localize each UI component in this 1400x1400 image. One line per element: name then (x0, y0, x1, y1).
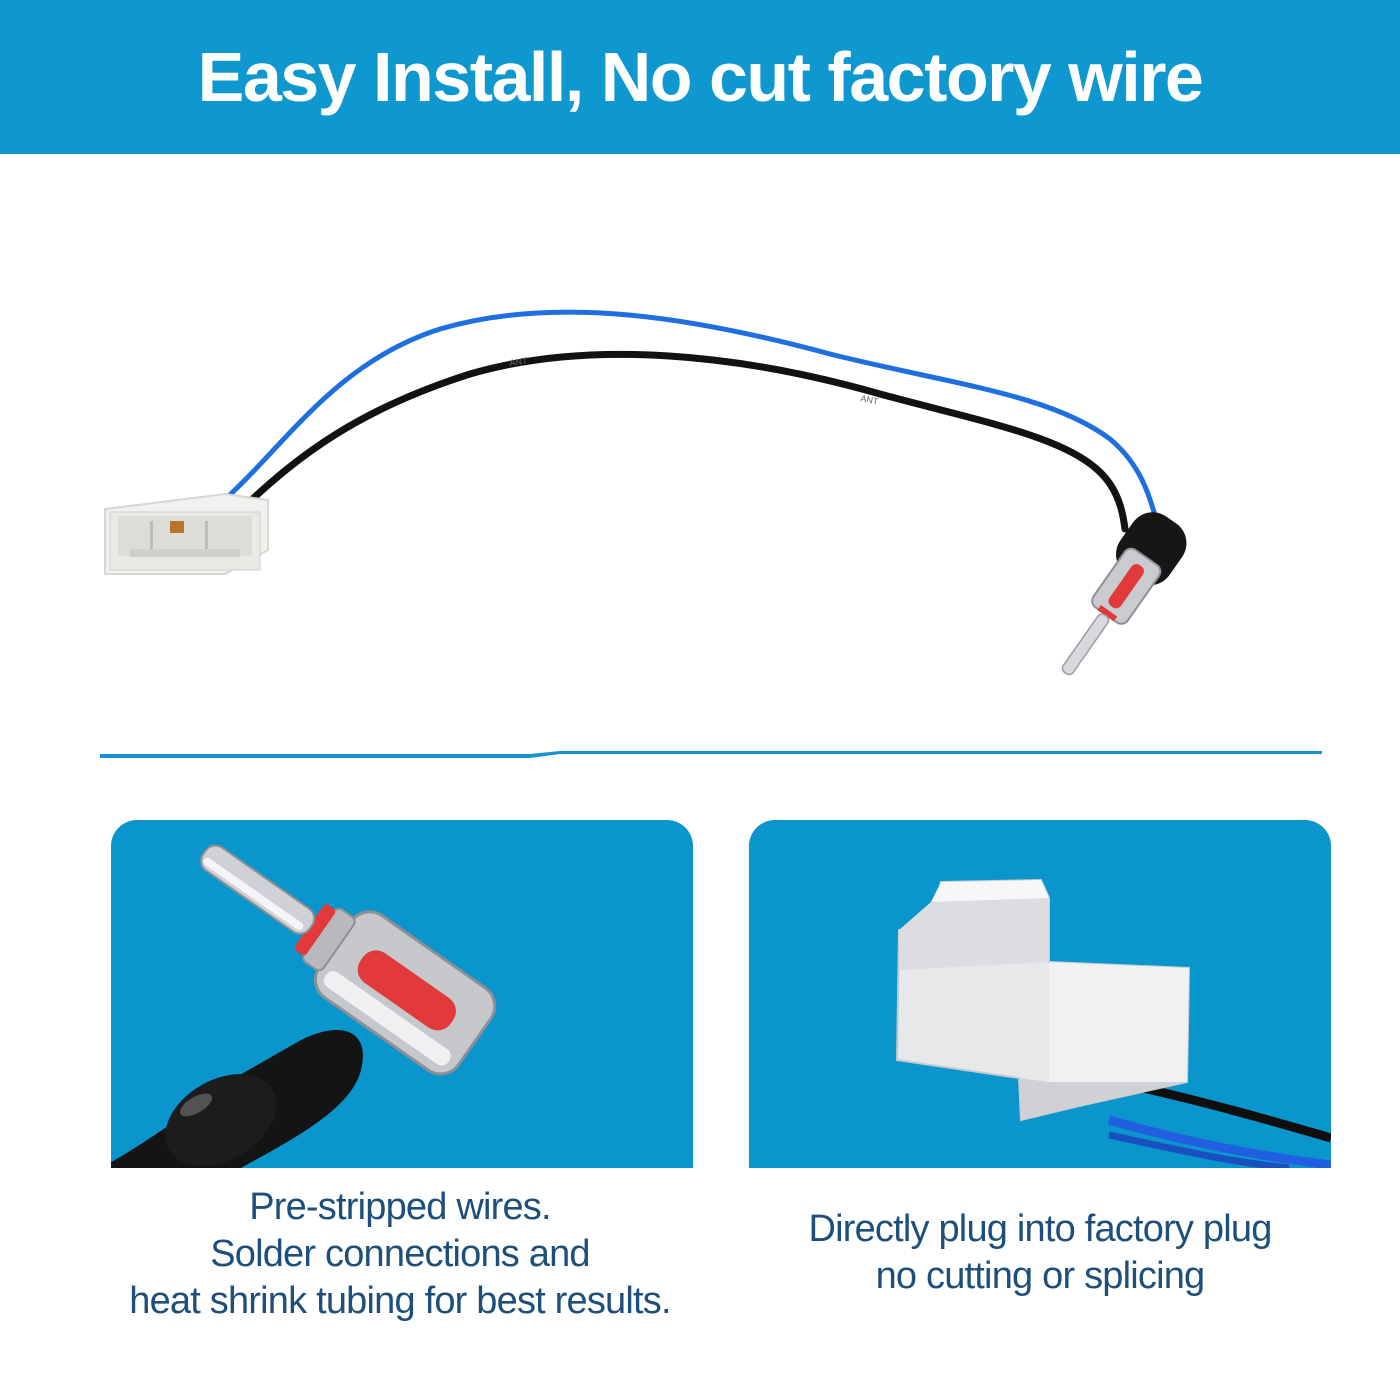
banner-title: Easy Install, No cut factory wire (197, 38, 1204, 116)
caption-line: no cutting or splicing (875, 1255, 1206, 1297)
wire-marking: ANT (509, 356, 529, 368)
left-caption: Pre-stripped wires. Solder connections a… (60, 1184, 740, 1325)
caption-line: Pre-stripped wires. (249, 1186, 551, 1228)
factory-connector-panel (749, 820, 1331, 1168)
product-image: ANT ANT (0, 154, 1400, 744)
blue-wire (211, 309, 1163, 537)
black-wire (241, 350, 1129, 533)
section-divider (100, 751, 1322, 758)
caption-line: Directly plug into factory plug (808, 1208, 1272, 1250)
header-banner: Easy Install, No cut factory wire (0, 0, 1400, 154)
antenna-plug (1061, 512, 1187, 676)
connector-closeup (895, 878, 1331, 1168)
antenna-plug-panel (111, 820, 693, 1168)
caption-line: Solder connections and (210, 1233, 590, 1275)
caption-line: heat shrink tubing for best results. (129, 1280, 671, 1322)
wire-marking: ANT (860, 393, 880, 407)
antenna-plug-closeup (111, 844, 497, 1168)
right-caption: Directly plug into factory plug no cutti… (700, 1206, 1380, 1300)
white-connector (104, 492, 269, 575)
antenna-adapter-illustration: ANT ANT (104, 309, 1187, 676)
